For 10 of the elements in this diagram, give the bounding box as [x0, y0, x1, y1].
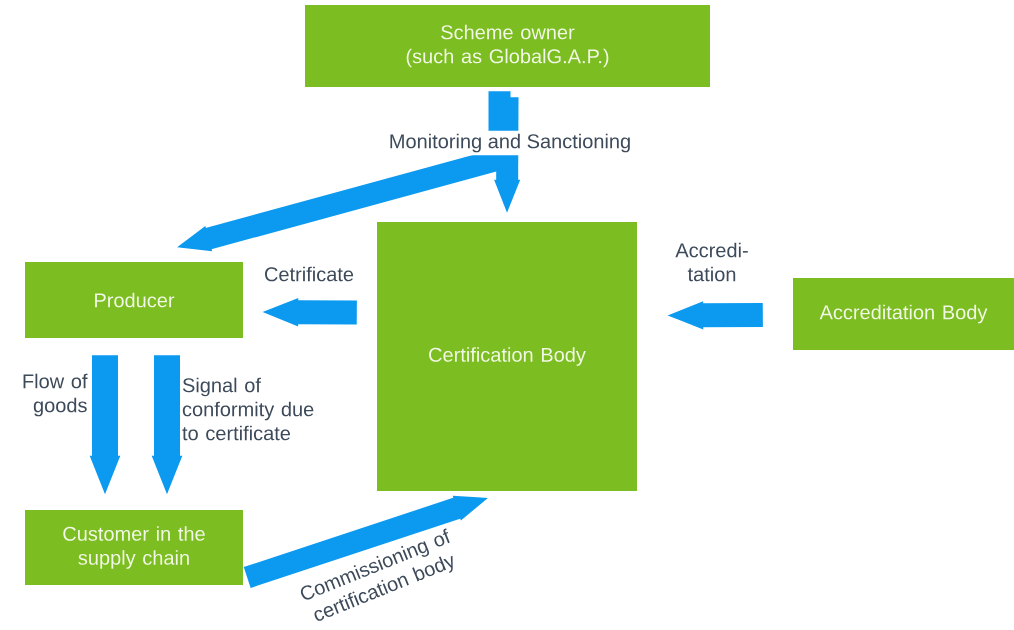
process-box: Scheme owner (such as GlobalG.A.P.) — [305, 5, 710, 87]
edge-label: Cetrificate — [265, 266, 354, 282]
edge-label: Monitoring and Sanctioning — [385, 130, 635, 156]
edge-label: Accredi- tation — [675, 242, 748, 282]
process-box: Customer in the supply chain — [25, 510, 243, 585]
process-box: Accreditation Body — [793, 278, 1014, 350]
edge-label: Signal of conformity due to certificate — [182, 377, 314, 441]
edge-label: Flow of goods — [23, 373, 88, 417]
process-box: Certification Body — [377, 222, 637, 491]
process-box: Producer — [25, 262, 243, 338]
